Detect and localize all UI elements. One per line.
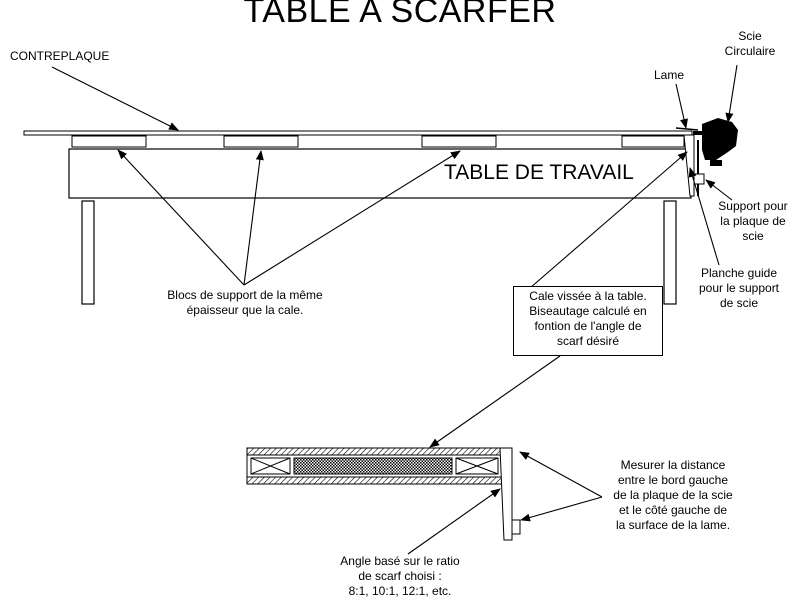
workbench-top — [68, 148, 692, 199]
workbench-leg — [663, 200, 677, 305]
scarf-detail — [246, 447, 521, 541]
leader-lines — [51, 64, 738, 555]
wedge — [683, 134, 695, 197]
label-blocs-support: Blocs de support de la même épaisseur qu… — [167, 288, 323, 317]
label-lame: Lame — [653, 68, 685, 82]
label-mesurer: Mesurer la distance entre le bord gauche… — [613, 458, 733, 532]
support-block — [621, 135, 685, 148]
support-block — [421, 135, 497, 148]
workbench-legs — [81, 200, 677, 305]
support-block — [71, 135, 147, 148]
label-table-de-travail: TABLE DE TRAVAIL — [444, 161, 634, 184]
support-block — [223, 135, 299, 148]
workbench-leg — [81, 200, 95, 305]
label-contreplaque: CONTREPLAQUE — [10, 49, 110, 63]
label-scie-circulaire: Scie Circulaire — [724, 29, 776, 58]
support-blocks — [71, 135, 685, 148]
diagram-title: TABLE A SCARFER — [243, 0, 557, 30]
circular-saw — [675, 118, 738, 196]
label-support-plaque: Support pour la plaque de scie — [718, 199, 788, 243]
label-angle-base: Angle basé sur le ratio de scarf choisi … — [340, 554, 460, 598]
label-planche-guide: Planche guide pour le support de scie — [698, 266, 780, 310]
label-cale-vissee: Cale vissée à la table. Biseautage calcu… — [513, 286, 663, 356]
plywood-sheet — [23, 130, 693, 136]
